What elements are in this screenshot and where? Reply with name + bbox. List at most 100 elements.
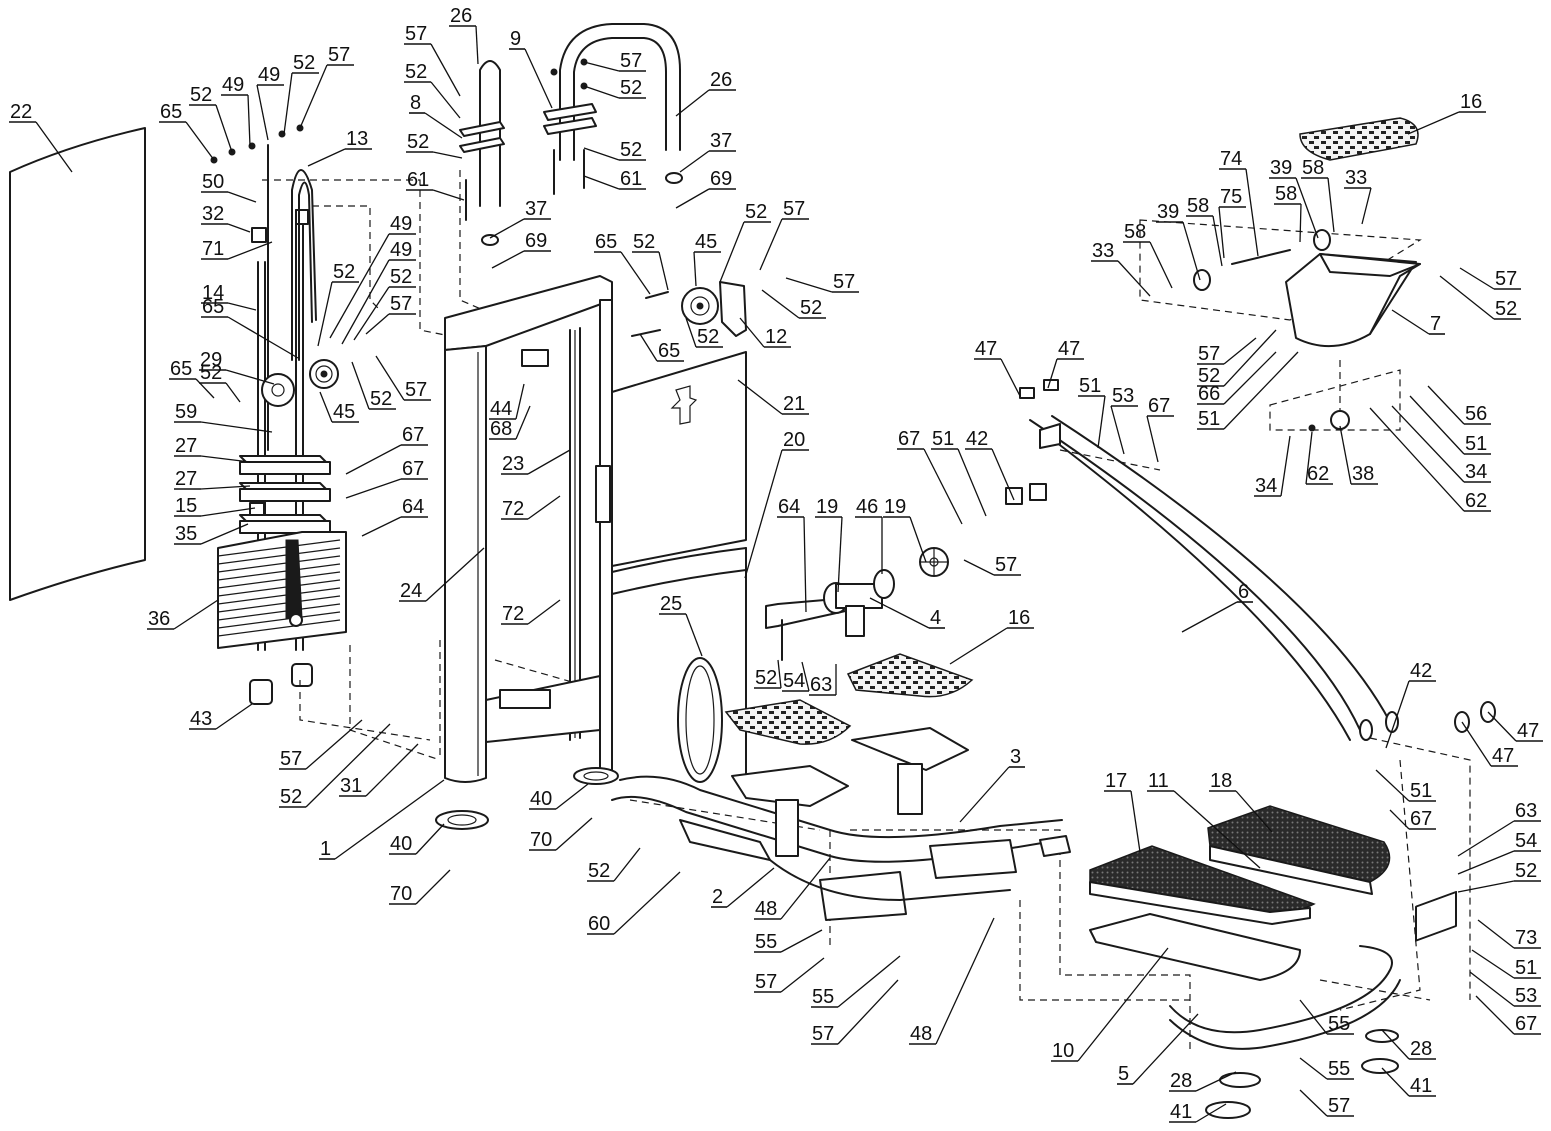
part-number-label: 4 — [930, 607, 941, 629]
part-number-label: 51 — [1465, 433, 1487, 455]
leader-line — [432, 151, 463, 159]
part-number-label: 45 — [695, 231, 717, 253]
part-callout: 55 — [1299, 1057, 1354, 1080]
leader-line — [1369, 407, 1465, 512]
leader-line — [780, 857, 831, 920]
part-number-label: 48 — [755, 898, 777, 920]
part-number-label: 52 — [390, 266, 412, 288]
part-number-label: 37 — [710, 130, 732, 152]
part-number-label: 57 — [328, 44, 350, 66]
leader-line — [430, 43, 461, 97]
part-number-label: 65 — [658, 340, 680, 362]
part-number-label: 39 — [1270, 157, 1292, 179]
leader-line — [353, 286, 390, 341]
part-number-label: 42 — [966, 428, 988, 450]
part-callout: 55 — [1299, 999, 1354, 1035]
leader-line — [1195, 1103, 1227, 1123]
leader-line — [1361, 187, 1372, 225]
part-callout: 65 — [594, 231, 651, 295]
part-number-label: 65 — [170, 358, 192, 380]
leader-line — [1461, 721, 1492, 767]
part-callout: 33 — [1344, 167, 1372, 225]
part-number-label: 49 — [222, 74, 244, 96]
part-number-label: 9 — [510, 28, 521, 50]
leader-line — [685, 613, 703, 657]
part-number-label: 56 — [1465, 403, 1487, 425]
part-callout: 72 — [501, 599, 561, 625]
part-callout: 75 — [1218, 186, 1246, 259]
part-callout: 62 — [1369, 407, 1491, 512]
part-callout: 13 — [307, 128, 372, 167]
part-number-label: 58 — [1302, 157, 1324, 179]
part-callout: 61 — [406, 169, 465, 201]
leader-line — [1235, 790, 1273, 833]
leader-line — [1469, 971, 1515, 1007]
part-callout: 58 — [1123, 221, 1173, 289]
part-callout: 40 — [529, 783, 589, 810]
part-number-label: 62 — [1465, 490, 1487, 512]
part-number-label: 52 — [620, 139, 642, 161]
part-number-label: 52 — [370, 388, 392, 410]
leader-line — [341, 259, 390, 345]
part-callout: 52 — [1197, 329, 1277, 387]
leader-line — [1097, 395, 1106, 449]
leader-line — [1407, 111, 1460, 135]
part-callout: 57 — [754, 957, 825, 993]
part-callout: 57 — [583, 50, 646, 72]
part-callout: 52 — [587, 847, 641, 882]
part-callout: 58 — [1301, 157, 1335, 233]
part-number-label: 67 — [1410, 808, 1432, 830]
part-callout: 68 — [489, 405, 531, 440]
part-callout: 16 — [949, 607, 1034, 665]
part-callout: 7 — [1391, 309, 1445, 335]
part-number-label: 16 — [1008, 607, 1030, 629]
part-callout: 33 — [1091, 240, 1151, 297]
leader-line — [959, 766, 1010, 823]
part-callout: 39 — [1156, 201, 1201, 281]
leader-line — [1487, 711, 1517, 742]
leader-line — [555, 817, 593, 851]
part-callout: 45 — [319, 391, 359, 423]
part-callout: 55 — [754, 929, 823, 953]
part-number-label: 58 — [1124, 221, 1146, 243]
leader-line — [761, 289, 800, 319]
part-number-label: 59 — [175, 401, 197, 423]
part-number-label: 35 — [175, 523, 197, 545]
part-number-label: 7 — [1430, 313, 1441, 335]
leader-line — [1181, 601, 1238, 633]
part-number-label: 6 — [1238, 581, 1249, 603]
leader-line — [1223, 351, 1277, 405]
leader-line — [215, 703, 253, 730]
part-callout: 67 — [1146, 395, 1174, 463]
part-callout: 14 — [201, 282, 257, 311]
part-callout: 54 — [1457, 830, 1541, 875]
leader-line — [583, 175, 620, 190]
leader-line — [1457, 880, 1515, 893]
leader-line — [949, 627, 1008, 665]
leader-line — [1471, 949, 1515, 979]
part-callout: 5 — [1117, 1013, 1199, 1085]
main-frame — [435, 275, 747, 830]
part-number-label: 57 — [1328, 1095, 1350, 1117]
part-number-label: 33 — [1345, 167, 1367, 189]
leader-line — [613, 871, 681, 935]
part-callout: 20 — [744, 429, 809, 579]
part-number-label: 44 — [490, 398, 512, 420]
leader-line — [555, 783, 589, 810]
part-callout: 52 — [283, 52, 319, 135]
part-callout: 71 — [201, 238, 273, 260]
leader-line — [1299, 1089, 1328, 1117]
part-callout: 53 — [1469, 971, 1541, 1007]
leader-line — [225, 382, 241, 403]
part-callout: 51 — [1471, 949, 1541, 979]
leader-line — [685, 317, 697, 348]
part-number-label: 49 — [390, 213, 412, 235]
leader-line — [837, 979, 899, 1045]
part-number-label: 57 — [833, 271, 855, 293]
leader-line — [307, 148, 346, 167]
leader-line — [345, 478, 402, 499]
part-number-label: 54 — [783, 670, 805, 692]
part-callout: 52 — [583, 77, 646, 99]
pulley-bracket — [631, 281, 747, 337]
part-callout: 58 — [1186, 195, 1223, 267]
